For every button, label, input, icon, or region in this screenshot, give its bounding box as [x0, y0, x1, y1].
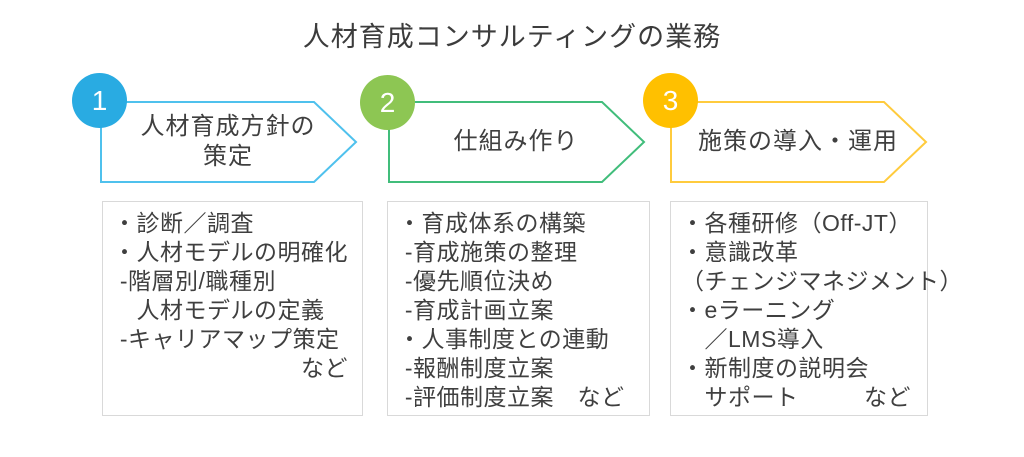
- detail-line: ・診断／調査: [113, 210, 254, 236]
- detail-line: ／LMS導入: [681, 326, 824, 352]
- step2-arrow-shape: [388, 101, 646, 183]
- step3-label: 施策の導入・運用: [698, 128, 898, 155]
- step3-number-badge: 3: [643, 73, 698, 128]
- page-title: 人材育成コンサルティングの業務: [302, 22, 722, 52]
- step1-arrow-outline: [100, 101, 358, 183]
- detail-line: -評価制度立案 など: [398, 384, 625, 410]
- detail-line: 人材モデルの定義: [113, 297, 325, 323]
- step3-details-box: ・各種研修（Off-JT） ・意識改革 （チェンジマネジメント） ・eラーニング…: [670, 201, 963, 416]
- step1-details-box: ・診断／調査 ・人材モデルの明確化 -階層別/職種別 人材モデルの定義 -キャリ…: [102, 201, 363, 416]
- step2-label: 仕組み作り: [453, 128, 579, 155]
- detail-line-text: サポート: [681, 384, 799, 410]
- step1-arrow-shape: [100, 101, 358, 183]
- detail-line: -優先順位決め: [398, 268, 555, 294]
- detail-line: ・人材モデルの明確化: [113, 239, 348, 265]
- detail-line: -階層別/職種別: [113, 268, 276, 294]
- step3-arrow-shape: [670, 101, 928, 183]
- step1-number-badge: 1: [72, 73, 127, 128]
- detail-line: -報酬制度立案: [398, 355, 555, 381]
- detail-line: （チェンジマネジメント）: [681, 268, 963, 294]
- detail-line: ・育成体系の構築: [398, 210, 586, 236]
- detail-line: -育成施策の整理: [398, 239, 578, 265]
- detail-line: -育成計画立案: [398, 297, 555, 323]
- detail-line: サポート など: [681, 383, 917, 412]
- detail-line: ・各種研修（Off-JT）: [681, 210, 912, 236]
- detail-line: ・新制度の説明会: [681, 355, 869, 381]
- step3-arrow-outline: [670, 101, 928, 183]
- detail-line: ・意識改革: [681, 239, 799, 265]
- detail-line: -キャリアマップ策定: [113, 326, 340, 352]
- detail-etc-label: など: [864, 384, 911, 410]
- detail-line: ・人事制度との連動: [398, 326, 610, 352]
- step2-details-box: ・育成体系の構築 -育成施策の整理 -優先順位決め -育成計画立案 ・人事制度と…: [387, 201, 650, 416]
- detail-line: ・eラーニング: [681, 297, 836, 323]
- step1-label: 人材育成方針の 策定: [140, 113, 316, 170]
- step2-arrow-outline: [388, 101, 646, 183]
- detail-etc-label: など: [301, 355, 348, 381]
- step2-number-badge: 2: [360, 75, 415, 130]
